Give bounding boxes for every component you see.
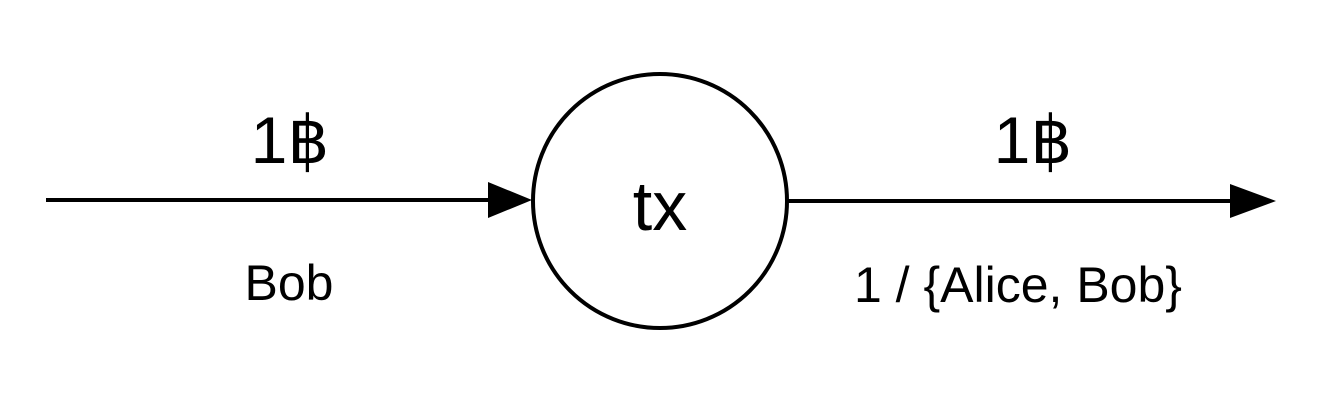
output-owner-label: 1 / {Alice, Bob} <box>854 257 1182 313</box>
transaction-node-label: tx <box>633 167 687 245</box>
input-arrowhead <box>488 182 532 218</box>
output-arrowhead <box>1230 184 1276 218</box>
transaction-node: tx <box>531 72 789 330</box>
input-amount-label: 1฿ <box>251 103 330 177</box>
input-owner-label: Bob <box>245 255 334 311</box>
output-amount-label: 1฿ <box>994 103 1073 177</box>
input-edge <box>46 182 532 218</box>
transaction-node-circle <box>531 72 789 330</box>
output-edge <box>788 184 1276 218</box>
